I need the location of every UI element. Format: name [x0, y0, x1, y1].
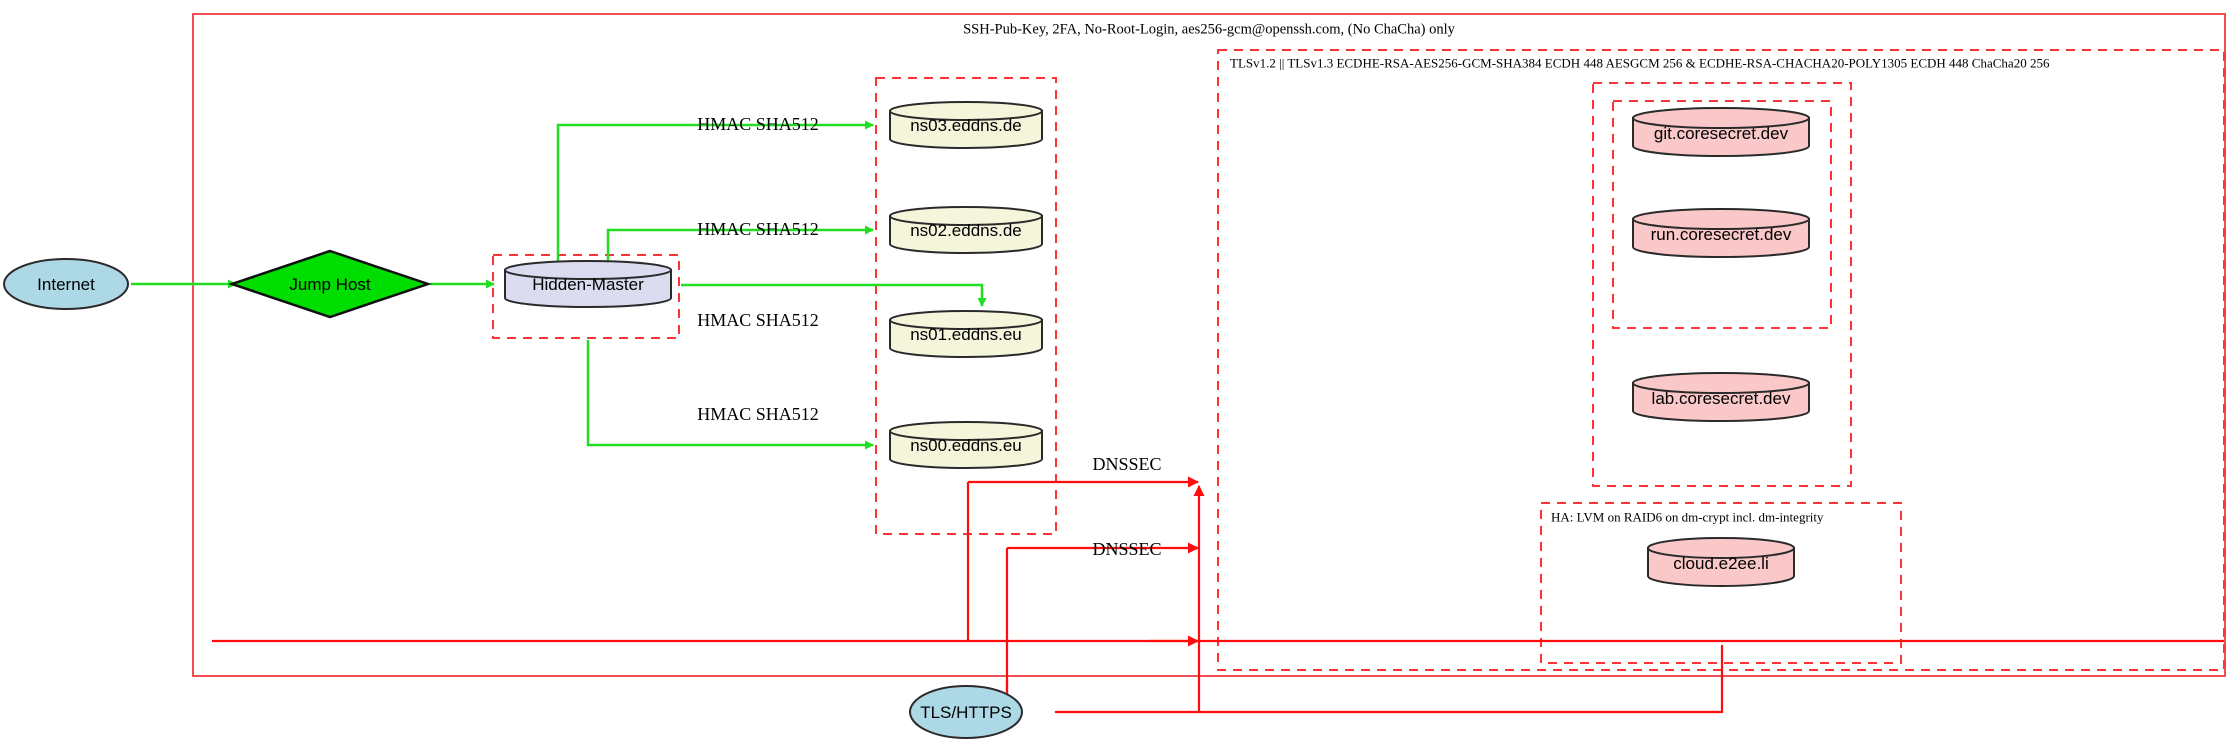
- edge-label-dnssec-upper: DNSSEC: [1092, 454, 1161, 474]
- hidden-master-cluster: [492, 254, 680, 339]
- edge-label-hmac-ns03: HMAC SHA512: [697, 114, 819, 134]
- ns02-cylinder-top: [889, 206, 1043, 226]
- git-cylinder-top: [1632, 107, 1810, 129]
- node-internet-label: Internet: [37, 275, 95, 294]
- node-ns03-label: ns03.eddns.de: [910, 116, 1022, 135]
- ha-cluster-label: HA: LVM on RAID6 on dm-crypt incl. dm-in…: [1551, 510, 1824, 525]
- node-cloud-label: cloud.e2ee.li: [1673, 554, 1768, 573]
- internet-ellipse-shape: [3, 258, 129, 310]
- edge-label-hmac-ns02: HMAC SHA512: [697, 219, 819, 239]
- coresecret-outer-cluster: [1592, 82, 1852, 487]
- node-jump-host-label: Jump Host: [289, 275, 371, 294]
- ns03-cylinder-body: [889, 110, 1043, 149]
- ssh-container-label: SSH-Pub-Key, 2FA, No-Root-Login, aes256-…: [963, 22, 1456, 38]
- node-internet[interactable]: Internet: [3, 258, 129, 310]
- tls-container-label: TLSv1.2 || TLSv1.3 ECDHE-RSA-AES256-GCM-…: [1230, 56, 2050, 71]
- edge-label-dnssec-lower: DNSSEC: [1092, 539, 1161, 559]
- ns01-cylinder-top: [889, 310, 1043, 330]
- run-cylinder-top: [1632, 208, 1810, 230]
- edge-hiddenmaster-to-ns01: [681, 283, 987, 307]
- ns03-cylinder-top: [889, 101, 1043, 121]
- node-run-coresecret[interactable]: run.coresecret.dev: [1632, 208, 1810, 258]
- ns-cluster: [875, 77, 1057, 535]
- ha-cluster: [1540, 502, 1902, 664]
- ns00-cylinder-top: [889, 421, 1043, 441]
- node-ns03[interactable]: ns03.eddns.de: [889, 101, 1043, 149]
- ns00-cylinder-body: [889, 430, 1043, 469]
- tls-https-ellipse-shape: [909, 685, 1023, 739]
- node-hidden-master[interactable]: Hidden-Master: [504, 260, 672, 308]
- node-tls-https-label: TLS/HTTPS: [920, 703, 1012, 722]
- node-cloud-e2ee[interactable]: cloud.e2ee.li: [1647, 537, 1795, 587]
- cloud-cylinder-top: [1647, 537, 1795, 559]
- ssh-outer-container: [192, 13, 2226, 677]
- node-ns00-label: ns00.eddns.eu: [910, 436, 1022, 455]
- edge-label-hmac-ns00: HMAC SHA512: [697, 404, 819, 424]
- node-lab-coresecret[interactable]: lab.coresecret.dev: [1632, 372, 1810, 422]
- hidden-master-cylinder-top: [504, 260, 672, 280]
- edge-hiddenmaster-to-ns00: [586, 340, 874, 450]
- node-tls-https[interactable]: TLS/HTTPS: [909, 685, 1023, 739]
- edge-hiddenmaster-to-ns02: [606, 225, 874, 262]
- node-lab-label: lab.coresecret.dev: [1652, 389, 1791, 408]
- node-ns02[interactable]: ns02.eddns.de: [889, 206, 1043, 254]
- node-hidden-master-label: Hidden-Master: [532, 275, 644, 294]
- node-ns00[interactable]: ns00.eddns.eu: [889, 421, 1043, 469]
- node-git-label: git.coresecret.dev: [1654, 124, 1789, 143]
- hidden-master-cylinder-body: [504, 269, 672, 308]
- node-run-label: run.coresecret.dev: [1651, 225, 1792, 244]
- edge-hiddenmaster-to-ns03: [556, 120, 874, 262]
- coresecret-inner-cluster: [1612, 100, 1832, 329]
- ns02-cylinder-body: [889, 215, 1043, 254]
- edge-label-hmac-ns01: HMAC SHA512: [697, 310, 819, 330]
- jump-host-diamond-shape: [228, 249, 432, 319]
- node-ns01[interactable]: ns01.eddns.eu: [889, 310, 1043, 358]
- node-ns01-label: ns01.eddns.eu: [910, 325, 1022, 344]
- node-git-coresecret[interactable]: git.coresecret.dev: [1632, 107, 1810, 157]
- edge-tlshttps-right: [1055, 645, 1724, 714]
- node-ns02-label: ns02.eddns.de: [910, 221, 1022, 240]
- ns01-cylinder-body: [889, 319, 1043, 358]
- lab-cylinder-top: [1632, 372, 1810, 394]
- node-jump-host[interactable]: Jump Host: [228, 249, 432, 319]
